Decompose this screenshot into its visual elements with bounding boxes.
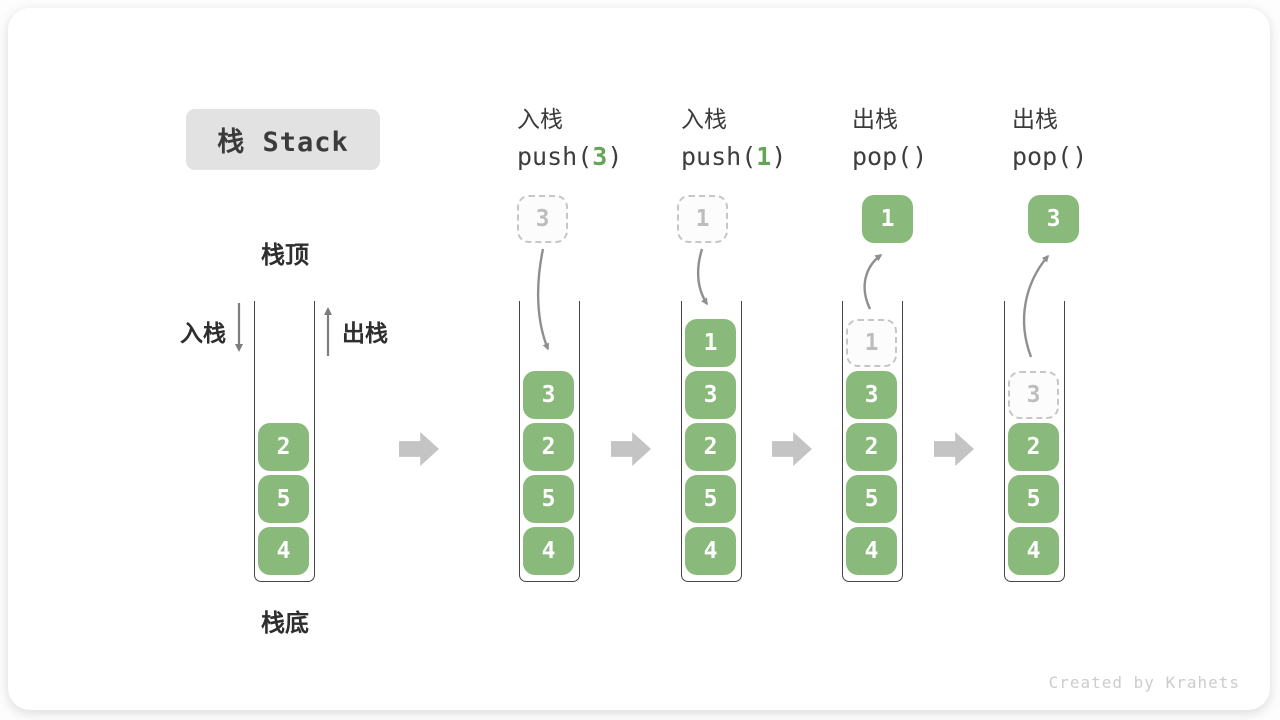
op-label-cjk: 入栈 (681, 106, 727, 132)
stack-bottom-label: 栈底 (261, 610, 309, 637)
op-code: push(3) (517, 143, 622, 171)
code-post: ) (607, 142, 623, 172)
op-label-cjk: 出栈 (1012, 106, 1058, 132)
outgoing-value-box: 1 (862, 195, 913, 243)
stack-cell: 3 (523, 371, 574, 419)
ghost-cell: 1 (846, 319, 897, 367)
stack-title-badge: 栈 Stack (186, 109, 380, 170)
stack-cell: 4 (846, 527, 897, 575)
stack-cell: 2 (523, 423, 574, 471)
stack-top-label: 栈顶 (261, 242, 309, 269)
column-header-pop-1: 出栈 pop() (852, 106, 928, 172)
push-direction-label: 入栈 (180, 320, 226, 346)
outgoing-value-box: 3 (1028, 195, 1079, 243)
ghost-cell: 3 (1008, 371, 1059, 419)
stack-cell: 3 (685, 371, 736, 419)
stack-container-initial (254, 301, 315, 582)
code-pre: push( (681, 142, 757, 172)
stack-cell: 4 (258, 527, 309, 575)
stack-cell: 4 (523, 527, 574, 575)
code-arg: 3 (592, 142, 608, 172)
incoming-value-box: 3 (517, 195, 568, 243)
stack-container-pop-3 (1004, 301, 1065, 582)
stack-cell: 5 (1008, 475, 1059, 523)
watermark: Created by Krahets (1048, 673, 1240, 692)
stack-cell: 2 (846, 423, 897, 471)
stack-cell: 1 (685, 319, 736, 367)
stack-title-text: 栈 Stack (217, 127, 349, 158)
stack-cell: 4 (1008, 527, 1059, 575)
stack-container-push-1 (681, 301, 742, 582)
code-post: ) (771, 142, 787, 172)
op-label-cjk: 入栈 (517, 106, 563, 132)
stack-cell: 5 (685, 475, 736, 523)
stack-cell: 2 (1008, 423, 1059, 471)
stack-cell: 5 (258, 475, 309, 523)
stack-cell: 2 (685, 423, 736, 471)
stack-container-push-3 (519, 301, 580, 582)
code-pre: push( (517, 142, 593, 172)
code-arg: 1 (756, 142, 772, 172)
stack-container-pop-1 (842, 301, 903, 582)
op-code: pop() (852, 142, 928, 172)
incoming-value-box: 1 (677, 195, 728, 243)
op-code: pop() (1012, 142, 1088, 172)
column-header-push-3: 入栈 push(3) (517, 106, 622, 171)
stack-cell: 4 (685, 527, 736, 575)
op-code: push(1) (681, 143, 786, 171)
stack-cell: 5 (846, 475, 897, 523)
column-header-pop-3: 出栈 pop() (1012, 106, 1088, 172)
op-label-cjk: 出栈 (852, 106, 898, 132)
stack-cell: 5 (523, 475, 574, 523)
pop-direction-label: 出栈 (342, 320, 388, 346)
stack-cell: 2 (258, 423, 309, 471)
column-header-push-1: 入栈 push(1) (681, 106, 786, 171)
stack-cell: 3 (846, 371, 897, 419)
